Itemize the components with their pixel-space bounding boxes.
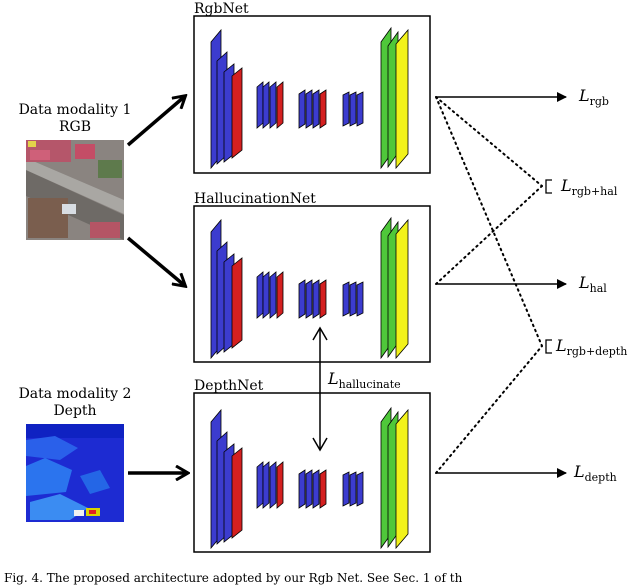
depthnet-layer-11 [312, 469, 320, 509]
arrow-rgb-to-hallucinationnet [126, 236, 184, 285]
depthnet-layer-9 [298, 469, 306, 509]
hallucinationnet-title: HallucinationNet [194, 191, 316, 207]
rgbnet-box [193, 15, 431, 174]
modality1-label-line1: Data modality 1 [19, 102, 132, 118]
hallucinationnet-layer-10 [305, 279, 313, 319]
depthnet-layer-8 [276, 461, 284, 509]
modality2-label-line1: Data modality 2 [19, 386, 132, 402]
hallucinationnet-layer-8 [276, 271, 284, 319]
depth-input-image [26, 424, 124, 522]
rgbnet-layer-18 [395, 28, 409, 170]
depthnet-layer-7 [269, 461, 277, 509]
depthnet-layers [210, 406, 409, 550]
loss-rgb-depth: Lrgb+depth [555, 336, 627, 358]
rgbnet-layer-10 [305, 89, 313, 129]
dotted-rgb-to-rgbdepth [435, 96, 543, 347]
hallucinationnet-layer-15 [356, 281, 364, 317]
rgbnet-layer-8 [276, 81, 284, 129]
depthnet-layer-4 [231, 447, 243, 539]
rgbnet-layer-11 [312, 89, 320, 129]
combination-lines [435, 96, 543, 474]
rgbdepth-bracket [545, 339, 552, 354]
rgb-input-image [26, 140, 124, 240]
rgbnet-layer-9 [298, 89, 306, 129]
loss-hal-sub: hal [590, 282, 608, 295]
hallucinate-arrowhead-down [312, 437, 328, 452]
modality2-label-line2: Depth [53, 403, 96, 419]
loss-rgb-main: L [578, 86, 590, 105]
hallucinationnet-layer-7 [269, 271, 277, 319]
dotted-rgb-to-rgbhal [435, 96, 543, 187]
hallucinationnet-box [193, 205, 431, 363]
loss-rgb-sub: rgb [590, 95, 609, 108]
loss-hal: Lhal [578, 273, 607, 295]
hallucinationnet-layer-13 [342, 281, 350, 317]
loss-rgb-hal-main: L [560, 176, 572, 195]
rgbnet-block: RgbNet [193, 1, 431, 174]
rgbnet-title: RgbNet [194, 1, 249, 17]
rgbnet-layer-12 [319, 89, 327, 129]
depthnet-layer-18 [395, 408, 409, 550]
depthnet-box [193, 392, 431, 553]
rgbnet-layer-6 [262, 81, 270, 129]
loss-hallucinate: Lhallucinate [327, 369, 401, 391]
hallucinationnet-layer-5 [256, 271, 264, 319]
depthnet-layer-15 [356, 471, 364, 507]
rgbnet-layers [210, 26, 409, 170]
loss-hal-main: L [578, 273, 590, 292]
dotted-hal-to-rgbhal [435, 185, 543, 285]
depthnet-layer-13 [342, 471, 350, 507]
hallucinationnet-layer-12 [319, 279, 327, 319]
depthnet-layer-14 [349, 471, 357, 507]
loss-rgb-hal: Lrgb+hal [560, 176, 618, 198]
loss-depth: Ldepth [573, 462, 617, 484]
hallucinationnet-layer-18 [395, 218, 409, 360]
arrow-rgb-to-rgbnet [126, 97, 184, 147]
modality1-label-line2: RGB [59, 119, 91, 135]
loss-rgb-hal-sub: rgb+hal [572, 185, 618, 198]
loss-hallucinate-sub: hallucinate [339, 378, 401, 391]
loss-rgb: Lrgb [578, 86, 609, 108]
depthnet-layer-5 [256, 461, 264, 509]
loss-depth-sub: depth [585, 471, 617, 484]
hallucinationnet-layer-6 [262, 271, 270, 319]
dotted-depth-to-rgbdepth [435, 345, 543, 474]
rgbnet-layer-13 [342, 91, 350, 127]
rgbhal-bracket [545, 179, 552, 194]
depthnet-layer-10 [305, 469, 313, 509]
depthnet-layer-6 [262, 461, 270, 509]
figure-caption: Fig. 4. The proposed architecture adopte… [4, 571, 463, 585]
hallucinationnet-layer-14 [349, 281, 357, 317]
hallucinate-arrowhead-up [312, 326, 328, 341]
hallucinationnet-layers [210, 216, 409, 360]
hallucinationnet-layer-4 [231, 257, 243, 349]
hallucinationnet-block: HallucinationNet [193, 191, 431, 363]
loss-rgb-depth-sub: rgb+depth [567, 345, 628, 358]
loss-hallucinate-main: L [327, 369, 339, 388]
rgbnet-layer-5 [256, 81, 264, 129]
hallucinationnet-layer-11 [312, 279, 320, 319]
rgbnet-layer-15 [356, 91, 364, 127]
hallucinationnet-layer-9 [298, 279, 306, 319]
loss-depth-main: L [573, 462, 585, 481]
rgbnet-layer-7 [269, 81, 277, 129]
rgbnet-layer-4 [231, 67, 243, 159]
rgbnet-layer-14 [349, 91, 357, 127]
depthnet-layer-12 [319, 469, 327, 509]
loss-rgb-depth-main: L [555, 336, 567, 355]
depthnet-title: DepthNet [194, 378, 264, 394]
depthnet-block: DepthNet [193, 378, 431, 553]
